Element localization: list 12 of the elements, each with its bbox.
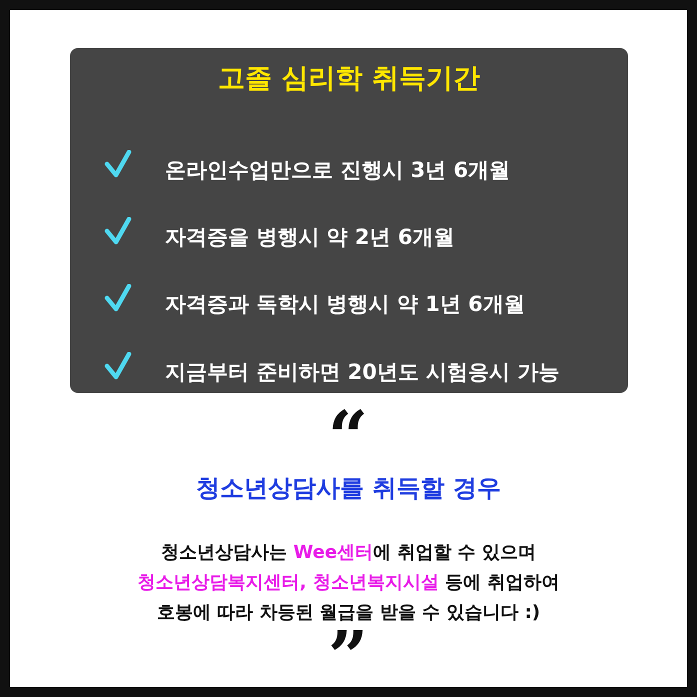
body-text: 호봉에 따라 차등된 월급을 받을 수 있습니다 :) [156, 601, 542, 624]
opening-quote-mark: “ [328, 402, 370, 472]
dark-panel [70, 48, 628, 393]
body-text: 청소년상담사는 Wee센터에 취업할 수 있으며 [160, 541, 537, 564]
panel-title: 고졸 심리학 취득기간 [217, 62, 481, 96]
list-item-text: 자격증을 병행시 약 2년 6개월 [165, 224, 454, 251]
list-item-text: 온라인수업만으로 진행시 3년 6개월 [165, 157, 510, 184]
list-item-text: 자격증과 독학시 병행시 약 1년 6개월 [165, 291, 525, 318]
body-text: 청소년상담복지센터, 청소년복지시설 등에 취업하여 [136, 571, 560, 594]
closing-quote-mark: ” [328, 622, 368, 692]
list-item-text: 지금부터 준비하면 20년도 시험응시 가능 [165, 359, 560, 386]
section-heading: 청소년상담사를 취득할 경우 [195, 473, 502, 504]
